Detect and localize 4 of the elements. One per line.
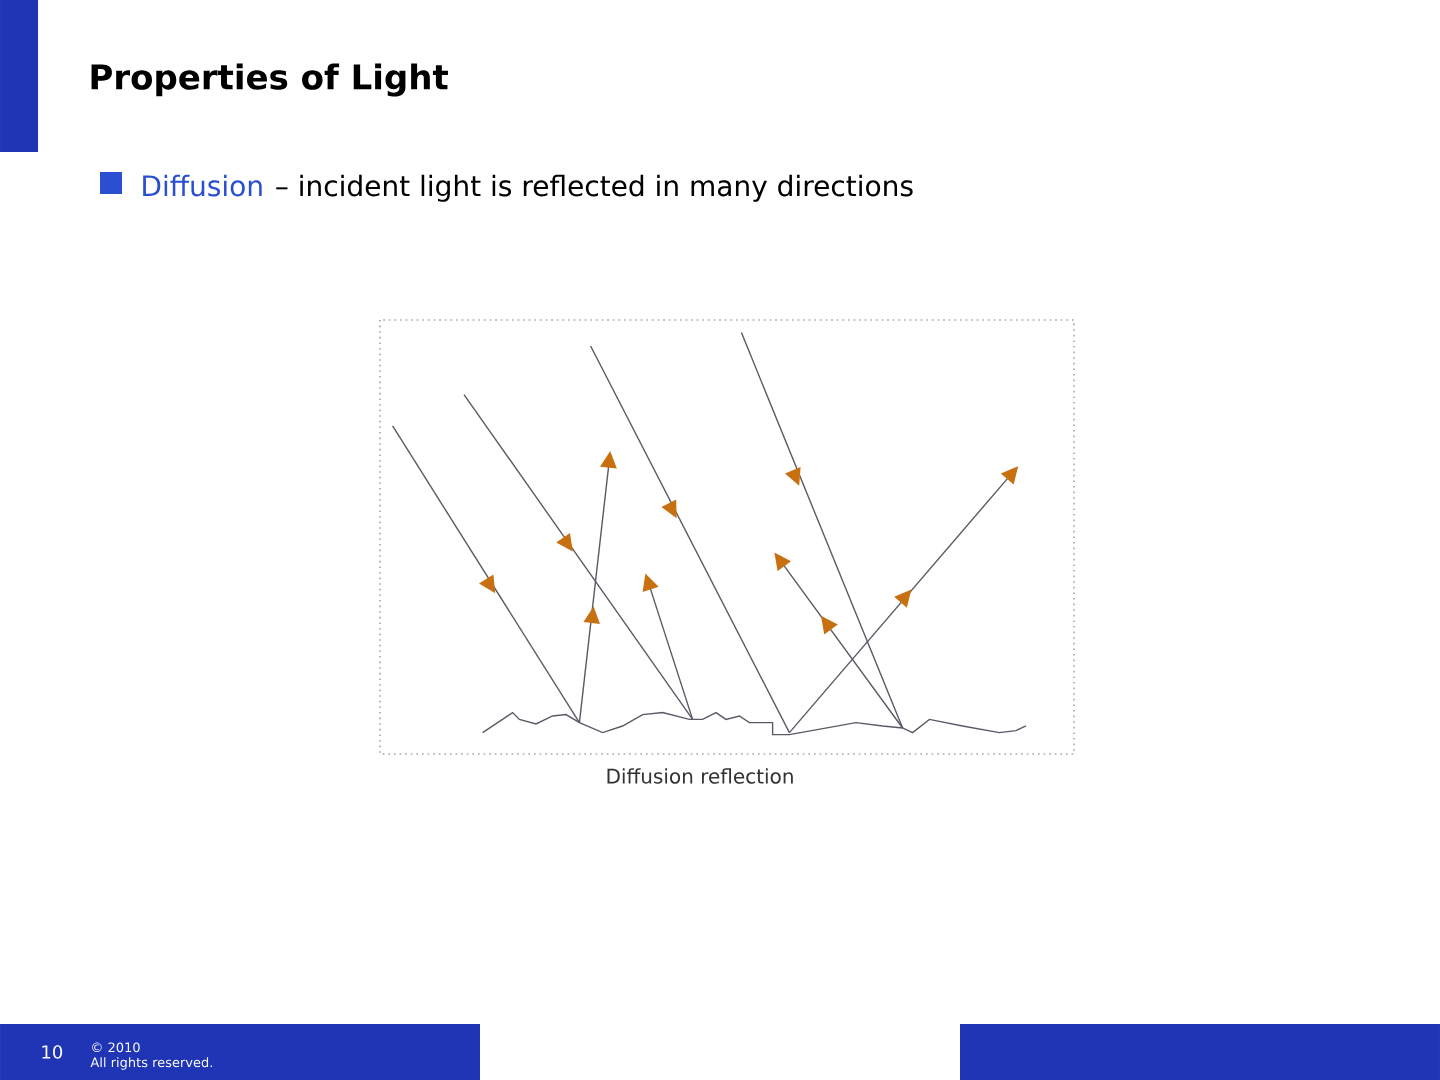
figure-caption: Diffusion reflection [607,768,793,784]
bullet-text: Diffusion – incident light is reflected in many directions [143,174,913,202]
slide-title: Properties of Light [91,63,448,97]
page-number: 10 [42,1045,63,1059]
